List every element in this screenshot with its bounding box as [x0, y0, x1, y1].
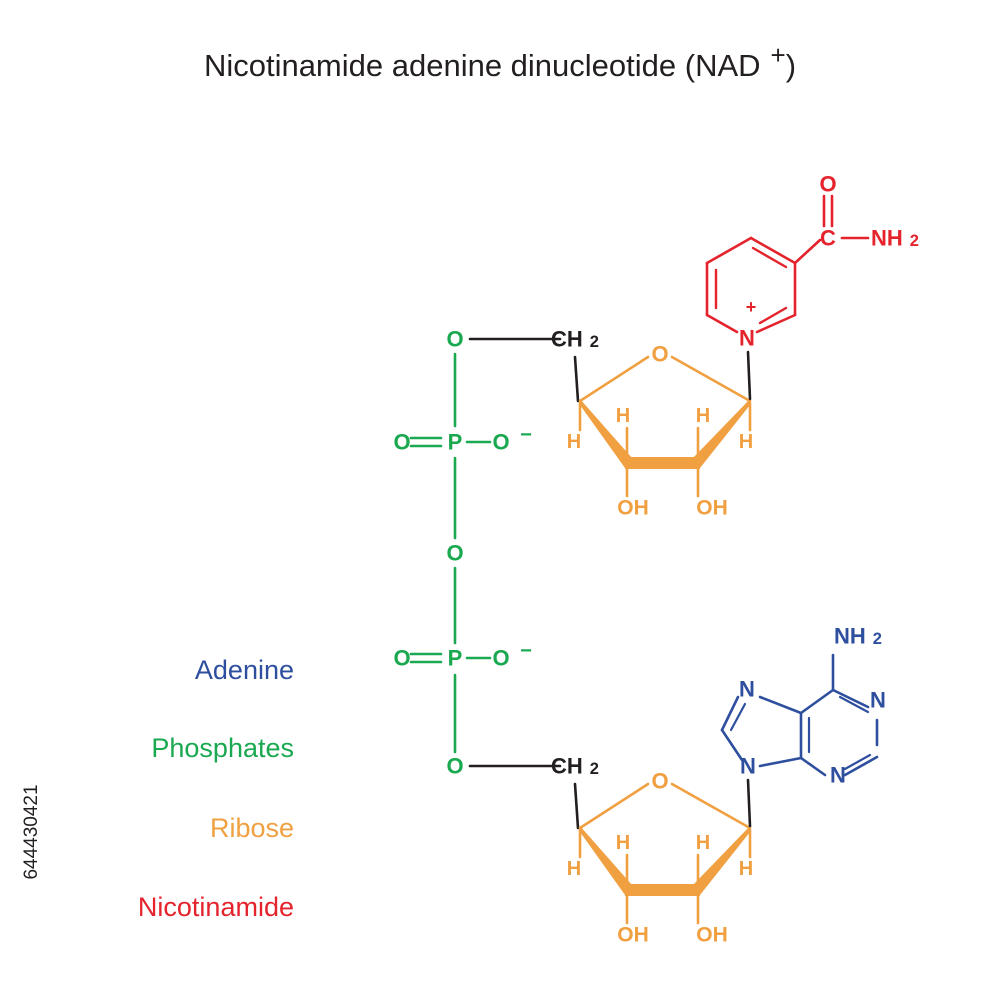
lower-ribose-h-c3: H — [616, 832, 630, 854]
ade-double-c6-n1 — [838, 695, 870, 714]
ade-n3: N — [830, 763, 846, 788]
nic-ring-nitrogen: N — [739, 326, 755, 351]
phosphate-o-minus-lower: O — [492, 646, 509, 671]
ade-bond-n9-c4 — [758, 756, 803, 768]
ade-bond-n7-c8 — [720, 695, 740, 732]
ade-bond-c6-n1 — [831, 688, 870, 709]
nic-double-inner-2 — [751, 246, 788, 269]
upper-ribose-bold-front-bond — [625, 457, 700, 469]
lower-ribose-h-c4: H — [567, 858, 581, 880]
legend-nicotinamide: Nicotinamide — [137, 892, 294, 922]
ade-bond-c8-n9 — [720, 728, 744, 762]
lower-ribose-ring-oxygen: O — [651, 769, 668, 794]
phosphate-o-double-upper: O — [393, 430, 410, 455]
upper-ribose-wedge-left — [580, 399, 632, 468]
lower-ribose-wedge-left — [580, 826, 632, 895]
lower-ribose-h-c2: H — [696, 832, 710, 854]
nic-bond-n-c2 — [705, 313, 739, 334]
ade-double-c2-n3 — [843, 753, 872, 771]
upper-ribose-bond-c4-o — [578, 355, 650, 403]
upper-ribose-oh-c2: OH — [696, 497, 728, 520]
phosphate-o-top: O — [446, 327, 463, 352]
nic-bond-ring-c — [793, 238, 822, 265]
upper-ribose-wedge-right — [693, 399, 750, 468]
lower-ribose-oh-c3: OH — [617, 924, 649, 947]
lower-ribose-bond-o-c1 — [670, 782, 752, 830]
lower-ribose-oh-c2: OH — [696, 924, 728, 947]
phosphate-o-bottom: O — [446, 754, 463, 779]
stock-id-text: 644430421 — [21, 784, 42, 879]
upper-glycosidic-bond — [746, 350, 752, 401]
lower-ribose-bond-ch2-c4 — [573, 782, 580, 830]
upper-ribose-ring-oxygen: O — [651, 342, 668, 367]
upper-ribose-h-c4: H — [567, 431, 581, 453]
bonds-group — [409, 194, 879, 925]
ade-n7: N — [739, 677, 755, 702]
nic-double-inner-3 — [758, 306, 788, 325]
upper-ribose-bond-o-c1 — [670, 355, 752, 403]
lower-ribose-h-c1: H — [739, 858, 753, 880]
ade-bond-c5-c6 — [799, 688, 835, 715]
upper-ribose-oh-c3: OH — [617, 497, 649, 520]
nic-plus-charge: + — [746, 297, 757, 317]
ade-double-n7-c8 — [729, 702, 747, 732]
nic-carbonyl-c: C — [820, 226, 836, 251]
phosphate-o-double-lower: O — [393, 646, 410, 671]
nic-carbonyl-o: O — [819, 172, 836, 197]
lower-glycosidic-bond — [746, 778, 752, 828]
phosphorus-upper: P — [448, 430, 463, 455]
stock-id-watermark: 644430421 — [21, 784, 42, 879]
upper-ribose-h-c1: H — [739, 431, 753, 453]
upper-ribose-h-c2: H — [696, 405, 710, 427]
legend-adenine: Adenine — [194, 655, 294, 685]
upper-ribose-bond-ch2-c4 — [573, 355, 580, 403]
title-close: ) — [785, 48, 797, 83]
title-text: Nicotinamide adenine dinucleotide (NAD — [203, 48, 761, 83]
nic-bond-c3-c4 — [705, 236, 753, 265]
nic-bond-c4-c5 — [749, 236, 797, 265]
ade-bond-n3-c4 — [799, 756, 827, 777]
legend-ribose: Ribose — [209, 813, 294, 843]
ade-bond-c5-n7 — [758, 695, 803, 715]
phosphorus-lower: P — [448, 646, 463, 671]
ade-n9: N — [740, 754, 756, 779]
nic-bond-c6-n — [755, 313, 797, 334]
title-charge: + — [770, 40, 786, 70]
charge-minus-upper: − — [520, 424, 532, 446]
phosphate-o-bridge: O — [446, 541, 463, 566]
ade-n1: N — [870, 688, 886, 713]
lower-ribose-bold-front-bond — [625, 884, 700, 896]
phosphate-o-minus-upper: O — [492, 430, 509, 455]
charge-minus-lower: − — [520, 640, 532, 662]
upper-ribose-h-c3: H — [616, 405, 630, 427]
lower-ribose-bond-c4-o — [578, 782, 650, 830]
legend-phosphates: Phosphates — [151, 733, 294, 763]
page-title: Nicotinamide adenine dinucleotide (NAD +) — [0, 40, 1000, 84]
ade-bond-c2-n3 — [843, 755, 879, 777]
lower-ribose-wedge-right — [693, 826, 750, 895]
